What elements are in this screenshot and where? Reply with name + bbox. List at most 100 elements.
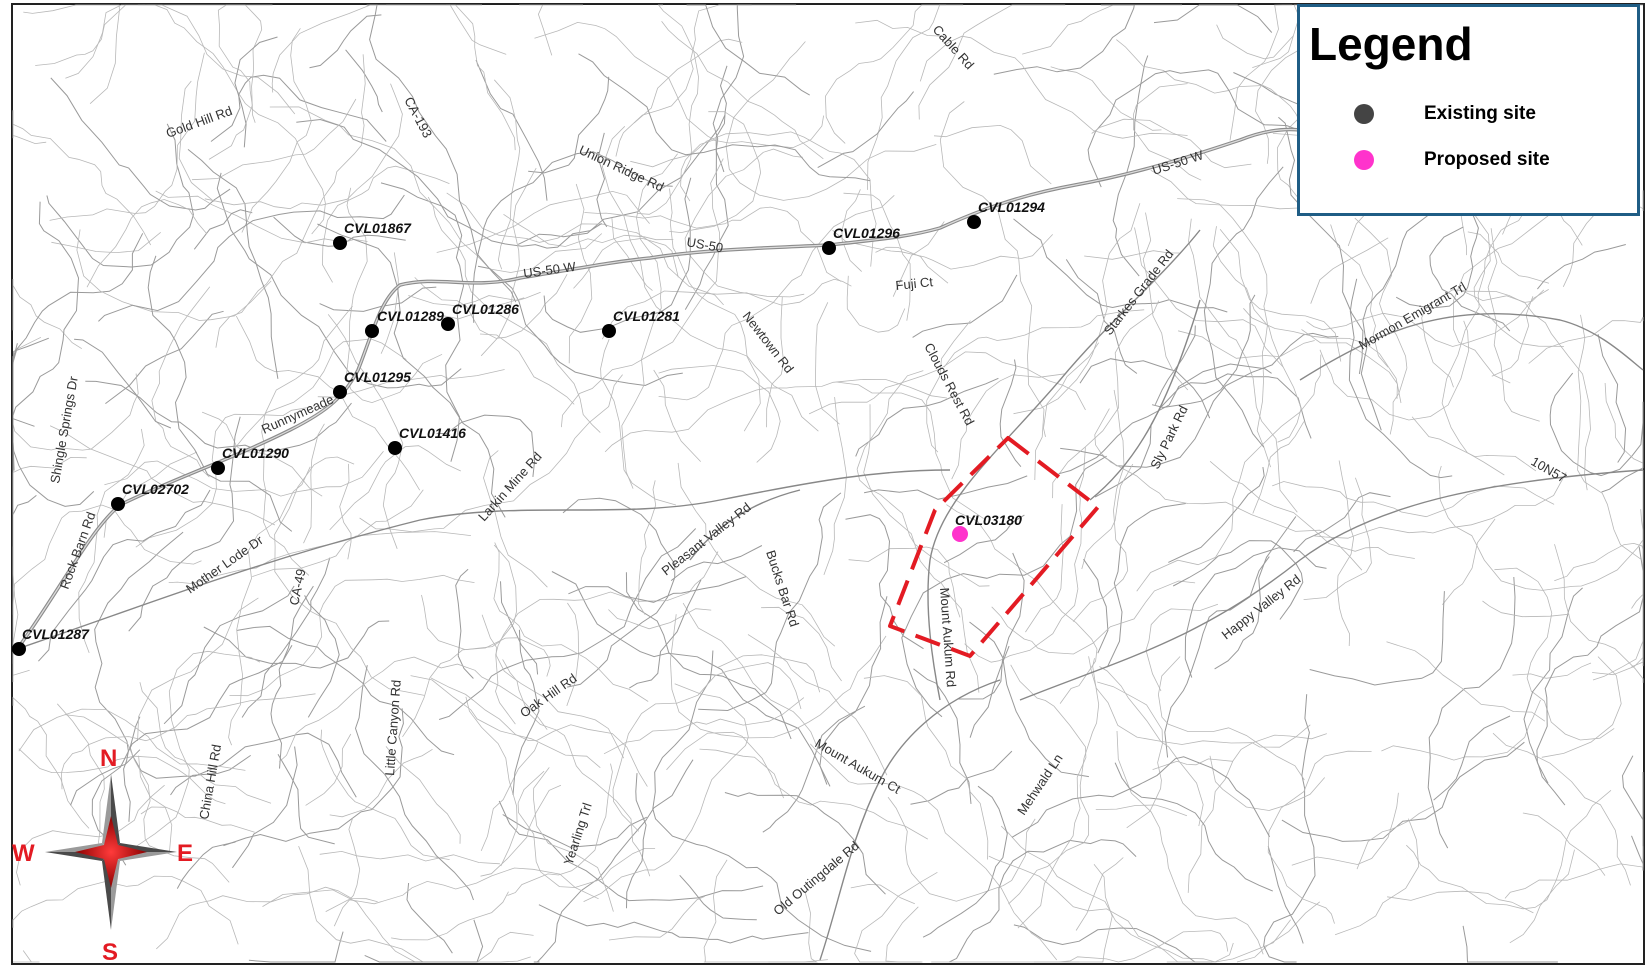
road-label: Newtown Rd (740, 309, 797, 376)
road-line (669, 188, 761, 432)
road-line (151, 286, 211, 478)
road-line (446, 192, 724, 306)
road-line (625, 572, 792, 740)
road-line (946, 504, 1098, 704)
road-label: Mother Lode Dr (183, 532, 266, 596)
road-line (170, 754, 251, 796)
road-line (1504, 846, 1644, 899)
road-line (421, 544, 517, 651)
road-line (12, 408, 37, 515)
existing-site-marker[interactable] (333, 236, 347, 250)
road-line (1354, 217, 1408, 435)
road-line (19, 469, 951, 649)
road-line (1536, 546, 1644, 784)
road-line (1272, 481, 1555, 518)
road-line (551, 571, 831, 787)
proposed-site-marker[interactable] (952, 526, 968, 542)
road-line (698, 492, 842, 712)
road-line (1216, 24, 1294, 60)
road-line (810, 743, 1058, 961)
road-line (1209, 460, 1415, 559)
road-line (993, 4, 1135, 75)
road-line (912, 274, 1018, 338)
road-line (76, 229, 272, 321)
magenta-dot-icon (1354, 150, 1374, 170)
road-line (1276, 109, 1322, 215)
road-line (176, 841, 236, 889)
existing-site-marker[interactable] (111, 497, 125, 511)
existing-site-marker[interactable] (211, 461, 225, 475)
road-line (406, 882, 453, 954)
road-line (519, 4, 583, 56)
road-line (1087, 69, 1312, 188)
site-label: CVL02702 (122, 481, 189, 497)
road-line (1075, 857, 1124, 931)
road-line (717, 654, 821, 693)
road-label: CA-193 (401, 94, 435, 140)
road-line (724, 792, 886, 895)
compass-south-label: S (102, 939, 118, 966)
existing-site-marker[interactable] (967, 215, 981, 229)
road-line (1177, 198, 1271, 468)
road-line (939, 101, 1045, 481)
road-line (670, 545, 763, 581)
road-line (1386, 641, 1546, 722)
road-line (187, 149, 279, 379)
existing-site-marker[interactable] (388, 441, 402, 455)
road-line (1592, 626, 1644, 676)
road-line (1621, 755, 1644, 823)
road-line (1491, 296, 1534, 377)
road-line (1088, 656, 1311, 748)
road-line (988, 855, 1193, 963)
road-line (241, 28, 312, 233)
road-line (669, 614, 887, 739)
road-label: Larkin Mine Rd (475, 449, 545, 524)
road-line (1597, 334, 1627, 463)
road-line (1492, 732, 1631, 886)
road-line (12, 456, 87, 664)
road-line (832, 229, 1053, 270)
road-line (1306, 289, 1549, 347)
road-line (1043, 342, 1100, 437)
road-line (227, 338, 407, 458)
road-line (1209, 755, 1326, 811)
road-line (951, 373, 1066, 480)
road-label: China Hill Rd (196, 743, 224, 820)
existing-site-marker[interactable] (333, 385, 347, 399)
road-line (600, 339, 677, 506)
existing-site-marker[interactable] (822, 241, 836, 255)
road-line (1084, 250, 1180, 260)
road-line (1278, 116, 1364, 374)
road-line (615, 4, 797, 157)
compass-east-label: E (177, 840, 193, 867)
road-line (1291, 792, 1399, 866)
road-line (841, 189, 862, 272)
legend-item-proposed: Proposed site (1300, 145, 1637, 175)
road-line (1462, 925, 1558, 963)
road-label: Mount Aukum Rd (937, 587, 959, 688)
existing-site-marker[interactable] (12, 642, 26, 656)
road-line (1187, 733, 1327, 893)
road-line (512, 629, 540, 795)
road-label: Shingle Springs Dr (47, 375, 81, 485)
road-line (1154, 325, 1196, 406)
road-line (319, 286, 437, 312)
road-line (16, 784, 165, 886)
road-line (1081, 463, 1134, 570)
road-line (1319, 320, 1470, 421)
existing-site-marker[interactable] (602, 324, 616, 338)
existing-site-marker[interactable] (365, 324, 379, 338)
road-line (12, 110, 152, 246)
road-line (1512, 662, 1592, 679)
existing-site-marker[interactable] (441, 317, 455, 331)
road-line (633, 38, 743, 124)
road-line (845, 514, 924, 650)
road-line (402, 637, 551, 738)
road-label: US-50 W (1150, 147, 1205, 178)
road-line (603, 697, 805, 755)
map-frame (11, 3, 1645, 965)
road-line (1381, 699, 1541, 761)
road-line (436, 190, 650, 253)
road-line (1395, 165, 1479, 309)
